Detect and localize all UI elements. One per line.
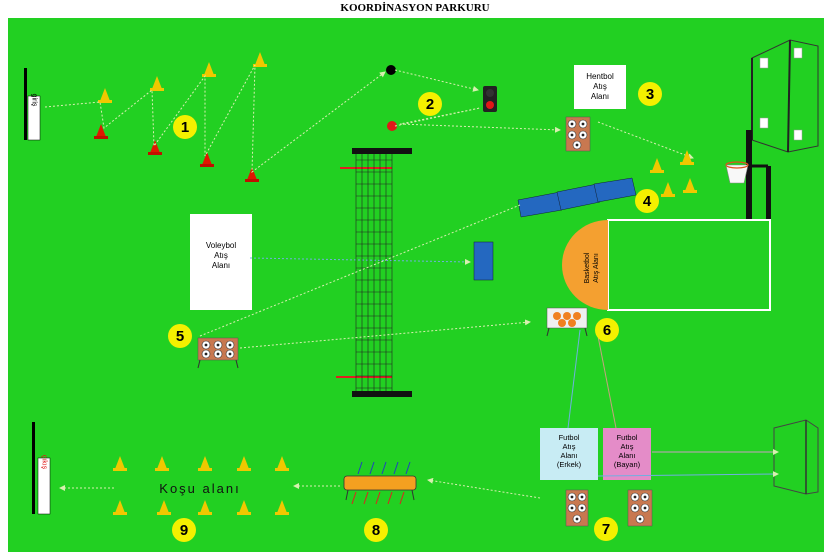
station-badge-9: 9 — [172, 518, 196, 542]
station-5-ball-cart — [197, 204, 531, 369]
svg-text:3: 3 — [646, 86, 654, 103]
entrance-gate: giriş — [24, 68, 41, 141]
entrance-label: giriş — [31, 94, 38, 107]
station-badge-1: 1 — [173, 115, 197, 139]
svg-text:4: 4 — [643, 193, 652, 210]
svg-text:8: 8 — [372, 522, 380, 539]
running-area-cones: Koşu alanı — [59, 456, 289, 515]
station-badge-4: 4 — [635, 189, 659, 213]
svg-text:6: 6 — [603, 322, 611, 339]
station-7-ball-crates — [427, 477, 653, 527]
station-4-mats — [517, 177, 637, 218]
handball-goal — [751, 39, 819, 153]
svg-text:9: 9 — [180, 522, 188, 539]
svg-text:1: 1 — [181, 119, 189, 136]
station-badge-7: 7 — [594, 517, 618, 541]
station-badge-6: 6 — [595, 318, 619, 342]
svg-text:7: 7 — [602, 521, 610, 538]
station-badge-2: 2 — [418, 92, 442, 116]
station-badge-3: 3 — [638, 82, 662, 106]
exit-gate: çıkış — [32, 422, 51, 515]
svg-text:2: 2 — [426, 96, 434, 113]
station-badge-5: 5 — [168, 324, 192, 348]
running-area-label: Koşu alanı — [159, 481, 240, 496]
basketball-cones — [650, 150, 697, 197]
station-6-ball-cart — [546, 307, 617, 429]
station-badge-8: 8 — [364, 518, 388, 542]
volleyball-net — [336, 148, 412, 397]
exit-label: çıkış — [41, 455, 48, 470]
station-badges: 1 2 3 4 5 6 7 8 9 — [168, 82, 662, 542]
page-title: KOORDİNASYON PARKURU — [340, 2, 490, 14]
cone-slalom-1 — [44, 52, 386, 182]
station-8-hurdle — [293, 461, 417, 505]
station-2-targets — [386, 65, 561, 133]
svg-text:5: 5 — [176, 328, 184, 345]
football-goal — [597, 419, 819, 495]
